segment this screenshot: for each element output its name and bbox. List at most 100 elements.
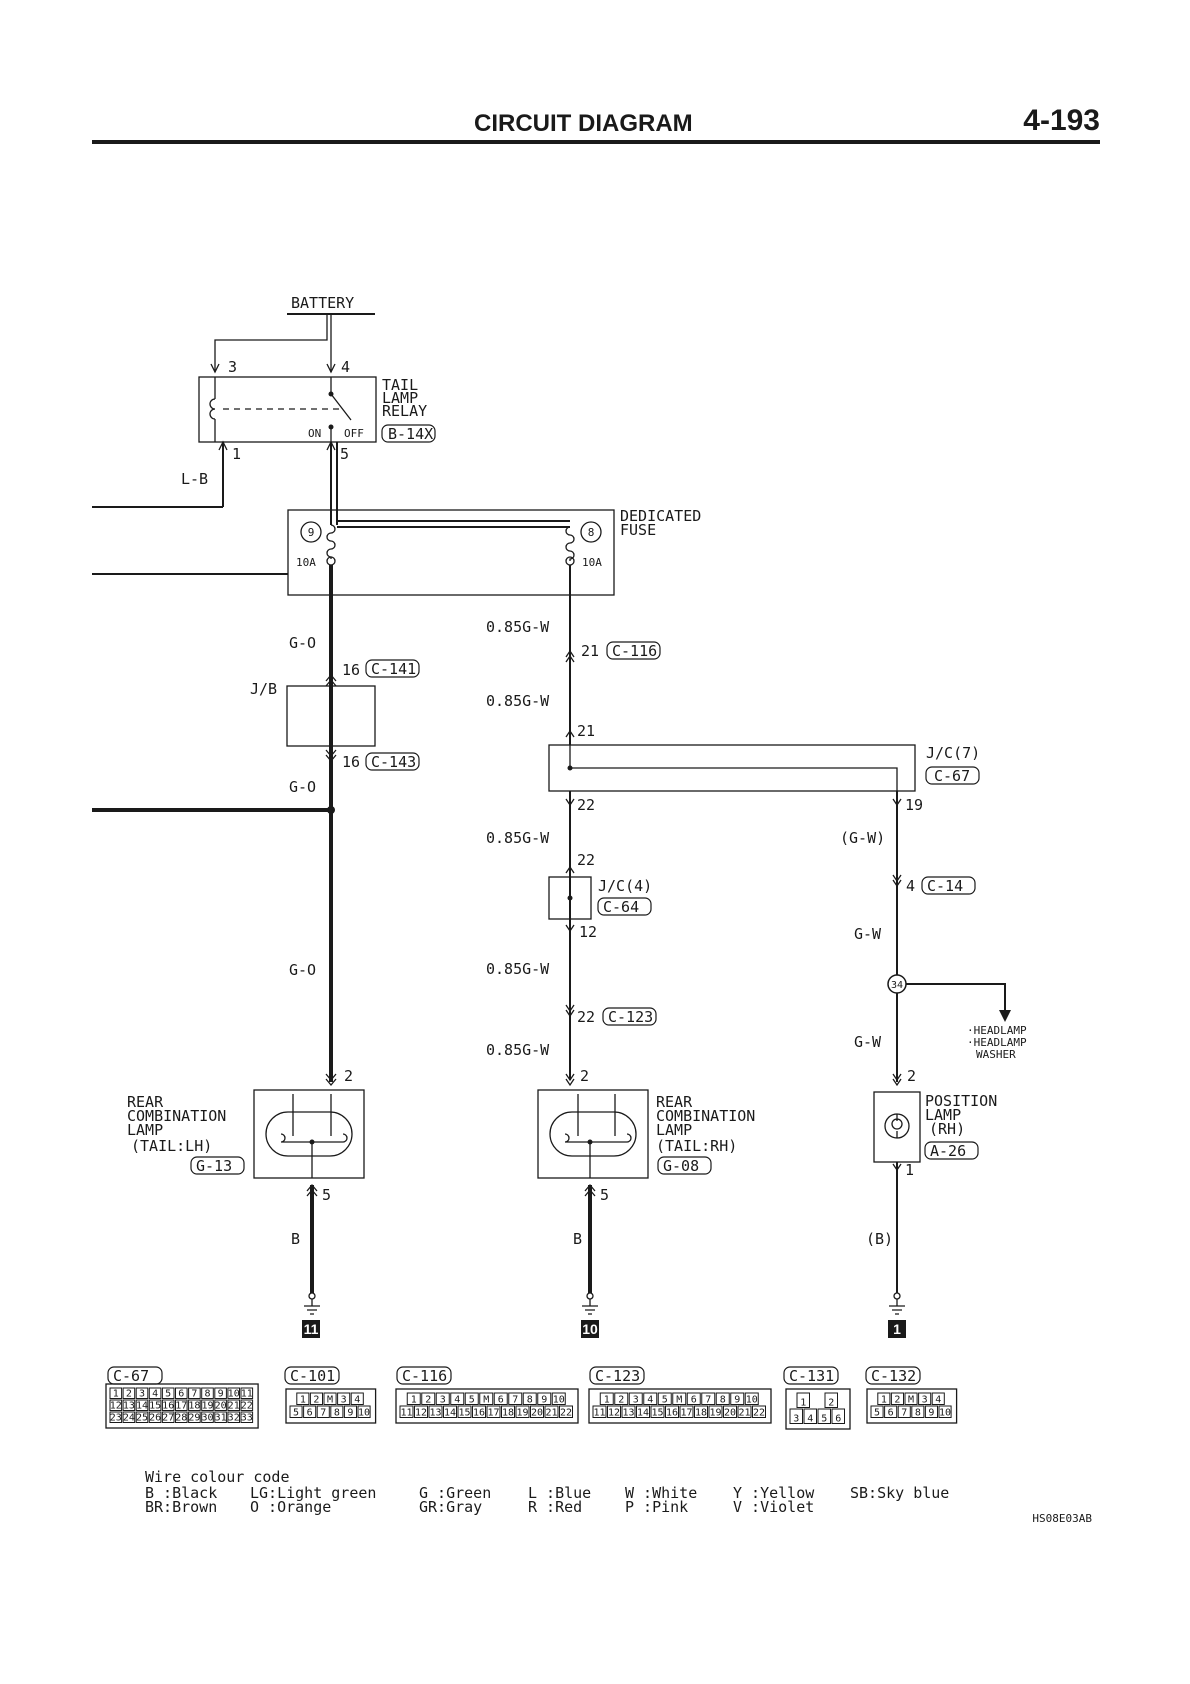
connector-pin-cell bbox=[135, 1411, 149, 1423]
jc4-pin-out: 12 bbox=[579, 923, 597, 941]
connector-face-code: C-132 bbox=[871, 1367, 916, 1385]
page-title: CIRCUIT DIAGRAM bbox=[474, 110, 693, 137]
connector-pin-label: 6 bbox=[498, 1395, 504, 1406]
relay-off-label: OFF bbox=[344, 427, 364, 440]
legend-item: B :Black bbox=[145, 1484, 217, 1502]
connector-pin-cell bbox=[457, 1405, 472, 1418]
legend-title: Wire colour code bbox=[145, 1468, 290, 1486]
wire-gw085-label-3: 0.85G-W bbox=[486, 829, 550, 847]
connector-pin-label: 18 bbox=[188, 1401, 200, 1412]
connector-pin-label: 32 bbox=[228, 1413, 240, 1424]
connector-pin-cell bbox=[817, 1408, 831, 1424]
pos-pin1-arrow-icon bbox=[892, 1163, 902, 1172]
connector-pin-cell bbox=[443, 1405, 457, 1418]
lh-lamp-name-3: LAMP bbox=[127, 1121, 163, 1139]
connector-pin-label: 11 bbox=[241, 1389, 253, 1400]
connector-pin-cell bbox=[109, 1411, 123, 1423]
connector-pin-cell bbox=[679, 1405, 694, 1418]
relay-connector-code: B-14X bbox=[388, 425, 433, 443]
connector-pin-cell bbox=[316, 1405, 330, 1418]
c123-pin: 22 bbox=[577, 1008, 595, 1026]
connector-pin-cell bbox=[486, 1405, 501, 1418]
connector-pin-label: 10 bbox=[939, 1408, 951, 1419]
connector-pin-cell bbox=[607, 1405, 621, 1418]
rh-lamp-bulb-icon bbox=[549, 1111, 637, 1157]
junction-34-label: 34 bbox=[891, 980, 903, 991]
connector-pin-cell bbox=[904, 1392, 918, 1405]
wire-gw-paren-label: (G-W) bbox=[840, 829, 885, 847]
legend-item: LG:Light green bbox=[250, 1484, 376, 1502]
relay-coil-icon bbox=[209, 398, 216, 420]
connector-pin-cell bbox=[227, 1387, 240, 1399]
connector-pin-label: 8 bbox=[720, 1395, 726, 1406]
jc4-dot bbox=[567, 895, 573, 901]
connector-pin-label: 11 bbox=[593, 1408, 605, 1419]
legend-item: L :Blue bbox=[528, 1484, 591, 1502]
connector-pin-cell bbox=[289, 1405, 303, 1418]
pos-connector-code: A-26 bbox=[930, 1142, 966, 1160]
connector-pin-label: 10 bbox=[553, 1395, 565, 1406]
wire-to-headlamp bbox=[906, 983, 1006, 1012]
connector-pin-label: M bbox=[908, 1395, 914, 1406]
connector-pin-label: 2 bbox=[126, 1389, 132, 1400]
connector-pin-cell bbox=[214, 1399, 227, 1411]
connector-pin-label: 6 bbox=[691, 1395, 697, 1406]
legend-item: GR:Gray bbox=[419, 1498, 482, 1516]
connector-pin-cell bbox=[592, 1405, 607, 1418]
connector-pin-label: 5 bbox=[662, 1395, 668, 1406]
legend-item: V :Violet bbox=[733, 1498, 814, 1516]
connector-pin-label: 2 bbox=[313, 1395, 319, 1406]
connector-pin-label: 4 bbox=[935, 1395, 941, 1406]
connector-pin-cell bbox=[122, 1399, 136, 1411]
connector-pin-label: 7 bbox=[320, 1408, 326, 1419]
connector-pin-label: 15 bbox=[651, 1408, 663, 1419]
connector-pin-label: 9 bbox=[928, 1408, 934, 1419]
relay-name-line3: RELAY bbox=[382, 402, 427, 420]
connector-pin-label: 16 bbox=[162, 1401, 174, 1412]
jc7-bus-dot bbox=[567, 765, 573, 771]
connector-pin-label: 17 bbox=[175, 1401, 187, 1412]
connector-pin-label: 18 bbox=[502, 1408, 514, 1419]
c116-pin: 21 bbox=[581, 642, 599, 660]
legend-item: R :Red bbox=[528, 1498, 582, 1516]
connector-pin-label: 3 bbox=[139, 1389, 145, 1400]
headlamp-destination-2b: WASHER bbox=[976, 1048, 1016, 1061]
connector-pin-cell bbox=[188, 1411, 201, 1423]
connector-face-tag bbox=[783, 1366, 839, 1385]
pos-lamp-filament bbox=[891, 1114, 903, 1138]
relay-switch-contact bbox=[330, 393, 352, 421]
connector-pin-cell bbox=[824, 1392, 838, 1408]
connector-pin-cell bbox=[161, 1399, 175, 1411]
connector-pin-label: 7 bbox=[705, 1395, 711, 1406]
rh-ground-terminal bbox=[586, 1292, 594, 1300]
rh-lamp-box bbox=[537, 1089, 649, 1179]
connector-pin-cell bbox=[918, 1392, 932, 1405]
connector-pin-label: 1 bbox=[113, 1389, 119, 1400]
connector-pin-cell bbox=[175, 1399, 188, 1411]
c143-connector-icon bbox=[325, 749, 337, 763]
jc7-pin-out2: 19 bbox=[905, 796, 923, 814]
connector-pin-label: 12 bbox=[608, 1408, 620, 1419]
connector-face-housing bbox=[395, 1388, 579, 1424]
lh-lamp-filament-leads bbox=[292, 1094, 332, 1136]
connector-pin-cell bbox=[501, 1405, 515, 1418]
fuse-name-line2: FUSE bbox=[620, 521, 656, 539]
connector-pin-label: 4 bbox=[647, 1395, 653, 1406]
c14-connector-icon bbox=[892, 874, 902, 888]
c116-tag bbox=[606, 641, 661, 660]
jc7-pin22-arrow-icon bbox=[565, 798, 575, 807]
connector-pin-cell bbox=[686, 1392, 701, 1405]
wire-gw085-label-5: 0.85G-W bbox=[486, 1041, 550, 1059]
connector-pin-cell bbox=[931, 1392, 945, 1405]
connector-pin-label: 19 bbox=[516, 1408, 528, 1419]
jc7-internal-bus bbox=[569, 745, 898, 791]
connector-pin-cell bbox=[744, 1392, 759, 1405]
connector-pin-label: 2 bbox=[618, 1395, 624, 1406]
connector-pin-label: 1 bbox=[411, 1395, 417, 1406]
connector-face-tag bbox=[865, 1366, 921, 1385]
connector-pin-label: 2 bbox=[828, 1398, 834, 1409]
jc7-tag bbox=[925, 766, 980, 785]
connector-pin-label: 5 bbox=[165, 1389, 171, 1400]
